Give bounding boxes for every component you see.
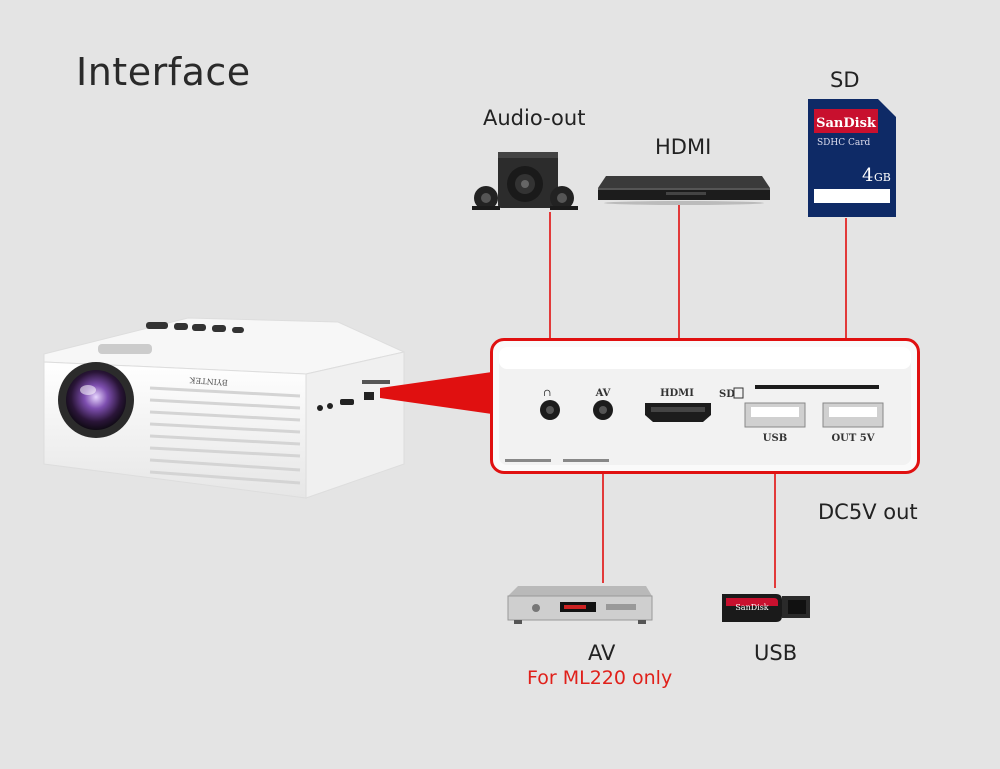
hdmi-wire bbox=[678, 205, 680, 385]
usb-label: USB bbox=[754, 641, 798, 665]
projector-brand: BYINTEK bbox=[188, 375, 228, 387]
sd-label: SD bbox=[830, 68, 860, 92]
port-panel-art: ∩ AV HDMI SD USB OUT 5V bbox=[499, 347, 911, 465]
panel-usb-text: USB bbox=[763, 433, 787, 444]
audio-out-label: Audio-out bbox=[483, 106, 586, 130]
port-panel: ∩ AV HDMI SD USB OUT 5V bbox=[490, 338, 920, 474]
sd-type: SDHC Card bbox=[817, 138, 871, 148]
usb-brand: SanDisk bbox=[735, 603, 768, 612]
sd-brand: SanDisk bbox=[816, 116, 877, 131]
av-wire bbox=[602, 428, 604, 583]
sd-card-icon: SanDisk SDHC Card 4 GB bbox=[808, 99, 896, 217]
audio-wire bbox=[549, 212, 551, 380]
av-label: AV bbox=[588, 641, 616, 665]
panel-sd-text: SD bbox=[719, 389, 735, 400]
sd-capacity: 4 bbox=[862, 165, 873, 186]
panel-out5v-text: OUT 5V bbox=[831, 433, 874, 444]
zoom-pointer bbox=[380, 372, 492, 414]
sd-wire bbox=[845, 218, 847, 384]
panel-hdmi-text: HDMI bbox=[660, 388, 694, 399]
speaker-icon bbox=[472, 152, 578, 210]
usb-stick-icon: SanDisk bbox=[722, 594, 810, 622]
av-note: For ML220 only bbox=[527, 667, 673, 689]
dc5v-out-label: DC5V out bbox=[818, 500, 918, 524]
page-title: Interface bbox=[76, 50, 251, 94]
media-player-icon bbox=[598, 176, 770, 205]
projector-icon: BYINTEK bbox=[43, 317, 406, 499]
set-top-box-icon bbox=[507, 586, 653, 624]
hdmi-label: HDMI bbox=[655, 135, 712, 159]
sd-unit: GB bbox=[874, 171, 891, 184]
svg-text:∩: ∩ bbox=[543, 388, 551, 399]
panel-av-text: AV bbox=[595, 388, 611, 399]
usb-wire bbox=[774, 436, 776, 588]
